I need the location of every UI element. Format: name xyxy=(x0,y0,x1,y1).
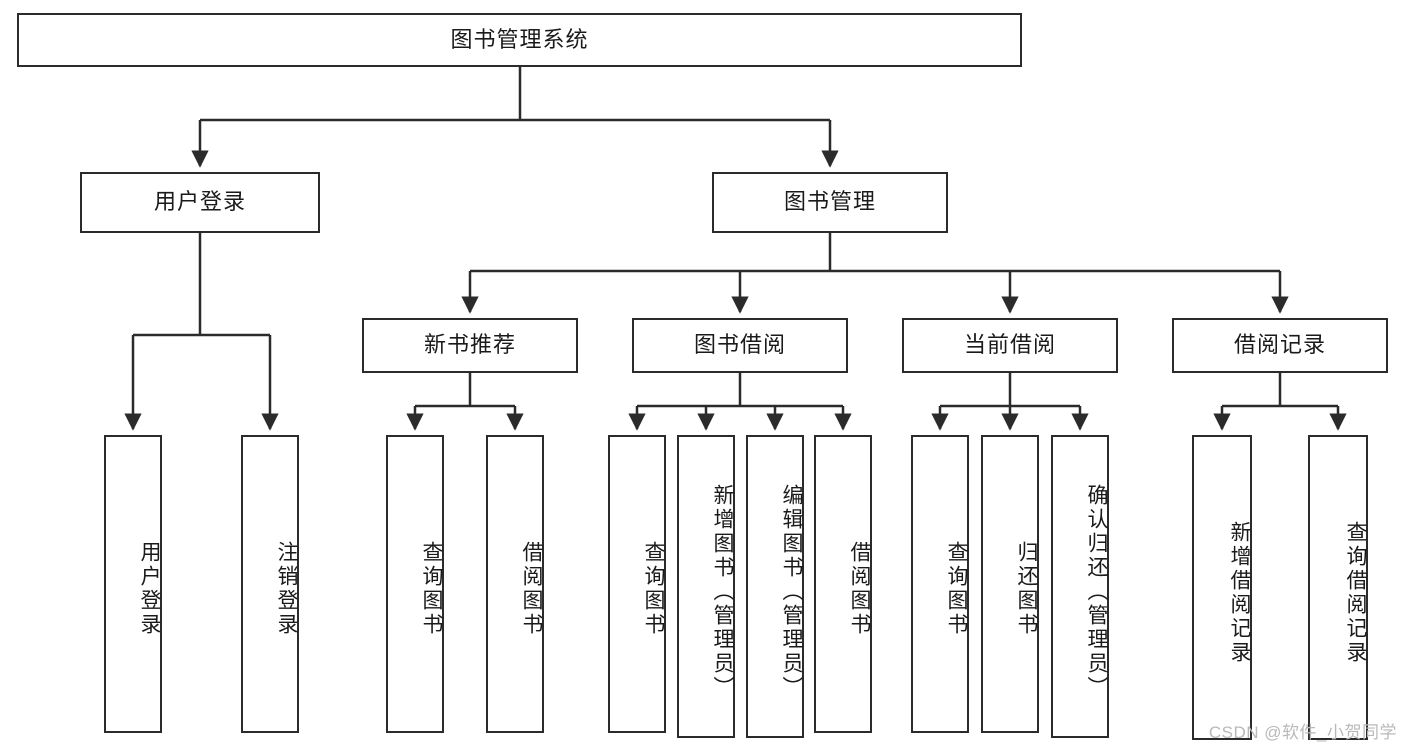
node-borrow-record-label: 借阅记录 xyxy=(1233,332,1326,358)
leaf-borrow-edit-book-admin[interactable]: 编辑图书（管理员） xyxy=(746,435,804,738)
leaf-new-book-query[interactable]: 查询图书 xyxy=(386,435,444,733)
leaf-label: 查询借阅记录 xyxy=(1344,520,1367,665)
leaf-borrow-borrow-book[interactable]: 借阅图书 xyxy=(814,435,872,733)
leaf-label: 注销登录 xyxy=(275,541,298,637)
leaf-current-return-book[interactable]: 归还图书 xyxy=(981,435,1039,733)
node-current-borrow[interactable]: 当前借阅 xyxy=(902,318,1118,373)
leaf-label: 新增借阅记录 xyxy=(1228,520,1251,665)
leaf-label: 借阅图书 xyxy=(520,541,543,637)
node-root-label: 图书管理系统 xyxy=(450,26,589,52)
leaf-user-login-logout[interactable]: 注销登录 xyxy=(241,435,299,733)
leaf-label: 用户登录 xyxy=(138,541,161,637)
node-borrow-record[interactable]: 借阅记录 xyxy=(1172,318,1388,373)
csdn-watermark: CSDN @软件_小贺同学 xyxy=(1208,723,1397,742)
leaf-borrow-add-book-admin[interactable]: 新增图书（管理员） xyxy=(677,435,735,738)
node-book-borrow[interactable]: 图书借阅 xyxy=(632,318,848,373)
leaf-record-add-record[interactable]: 新增借阅记录 xyxy=(1192,435,1252,740)
node-book-management-label: 图书管理 xyxy=(783,189,876,215)
leaf-label: 归还图书 xyxy=(1015,541,1038,637)
node-user-login[interactable]: 用户登录 xyxy=(80,172,320,233)
leaf-user-login-login[interactable]: 用户登录 xyxy=(104,435,162,733)
leaf-record-query-record[interactable]: 查询借阅记录 xyxy=(1308,435,1368,740)
leaf-borrow-query-book[interactable]: 查询图书 xyxy=(608,435,666,733)
node-new-book-recommend-label: 新书推荐 xyxy=(423,332,516,358)
leaf-label: 确认归还（管理员） xyxy=(1085,483,1108,700)
leaf-new-book-borrow[interactable]: 借阅图书 xyxy=(486,435,544,733)
leaf-current-confirm-return-admin[interactable]: 确认归还（管理员） xyxy=(1051,435,1109,738)
node-user-login-label: 用户登录 xyxy=(153,189,246,215)
node-new-book-recommend[interactable]: 新书推荐 xyxy=(362,318,578,373)
node-book-management[interactable]: 图书管理 xyxy=(712,172,948,233)
leaf-label: 借阅图书 xyxy=(848,541,871,637)
leaf-current-query-book[interactable]: 查询图书 xyxy=(911,435,969,733)
leaf-label: 新增图书（管理员） xyxy=(711,483,734,700)
node-book-borrow-label: 图书借阅 xyxy=(693,332,786,358)
node-root-system[interactable]: 图书管理系统 xyxy=(17,13,1022,67)
leaf-label: 编辑图书（管理员） xyxy=(780,483,803,700)
node-current-borrow-label: 当前借阅 xyxy=(963,332,1056,358)
leaf-label: 查询图书 xyxy=(420,541,443,637)
leaf-label: 查询图书 xyxy=(945,541,968,637)
leaf-label: 查询图书 xyxy=(642,541,665,637)
